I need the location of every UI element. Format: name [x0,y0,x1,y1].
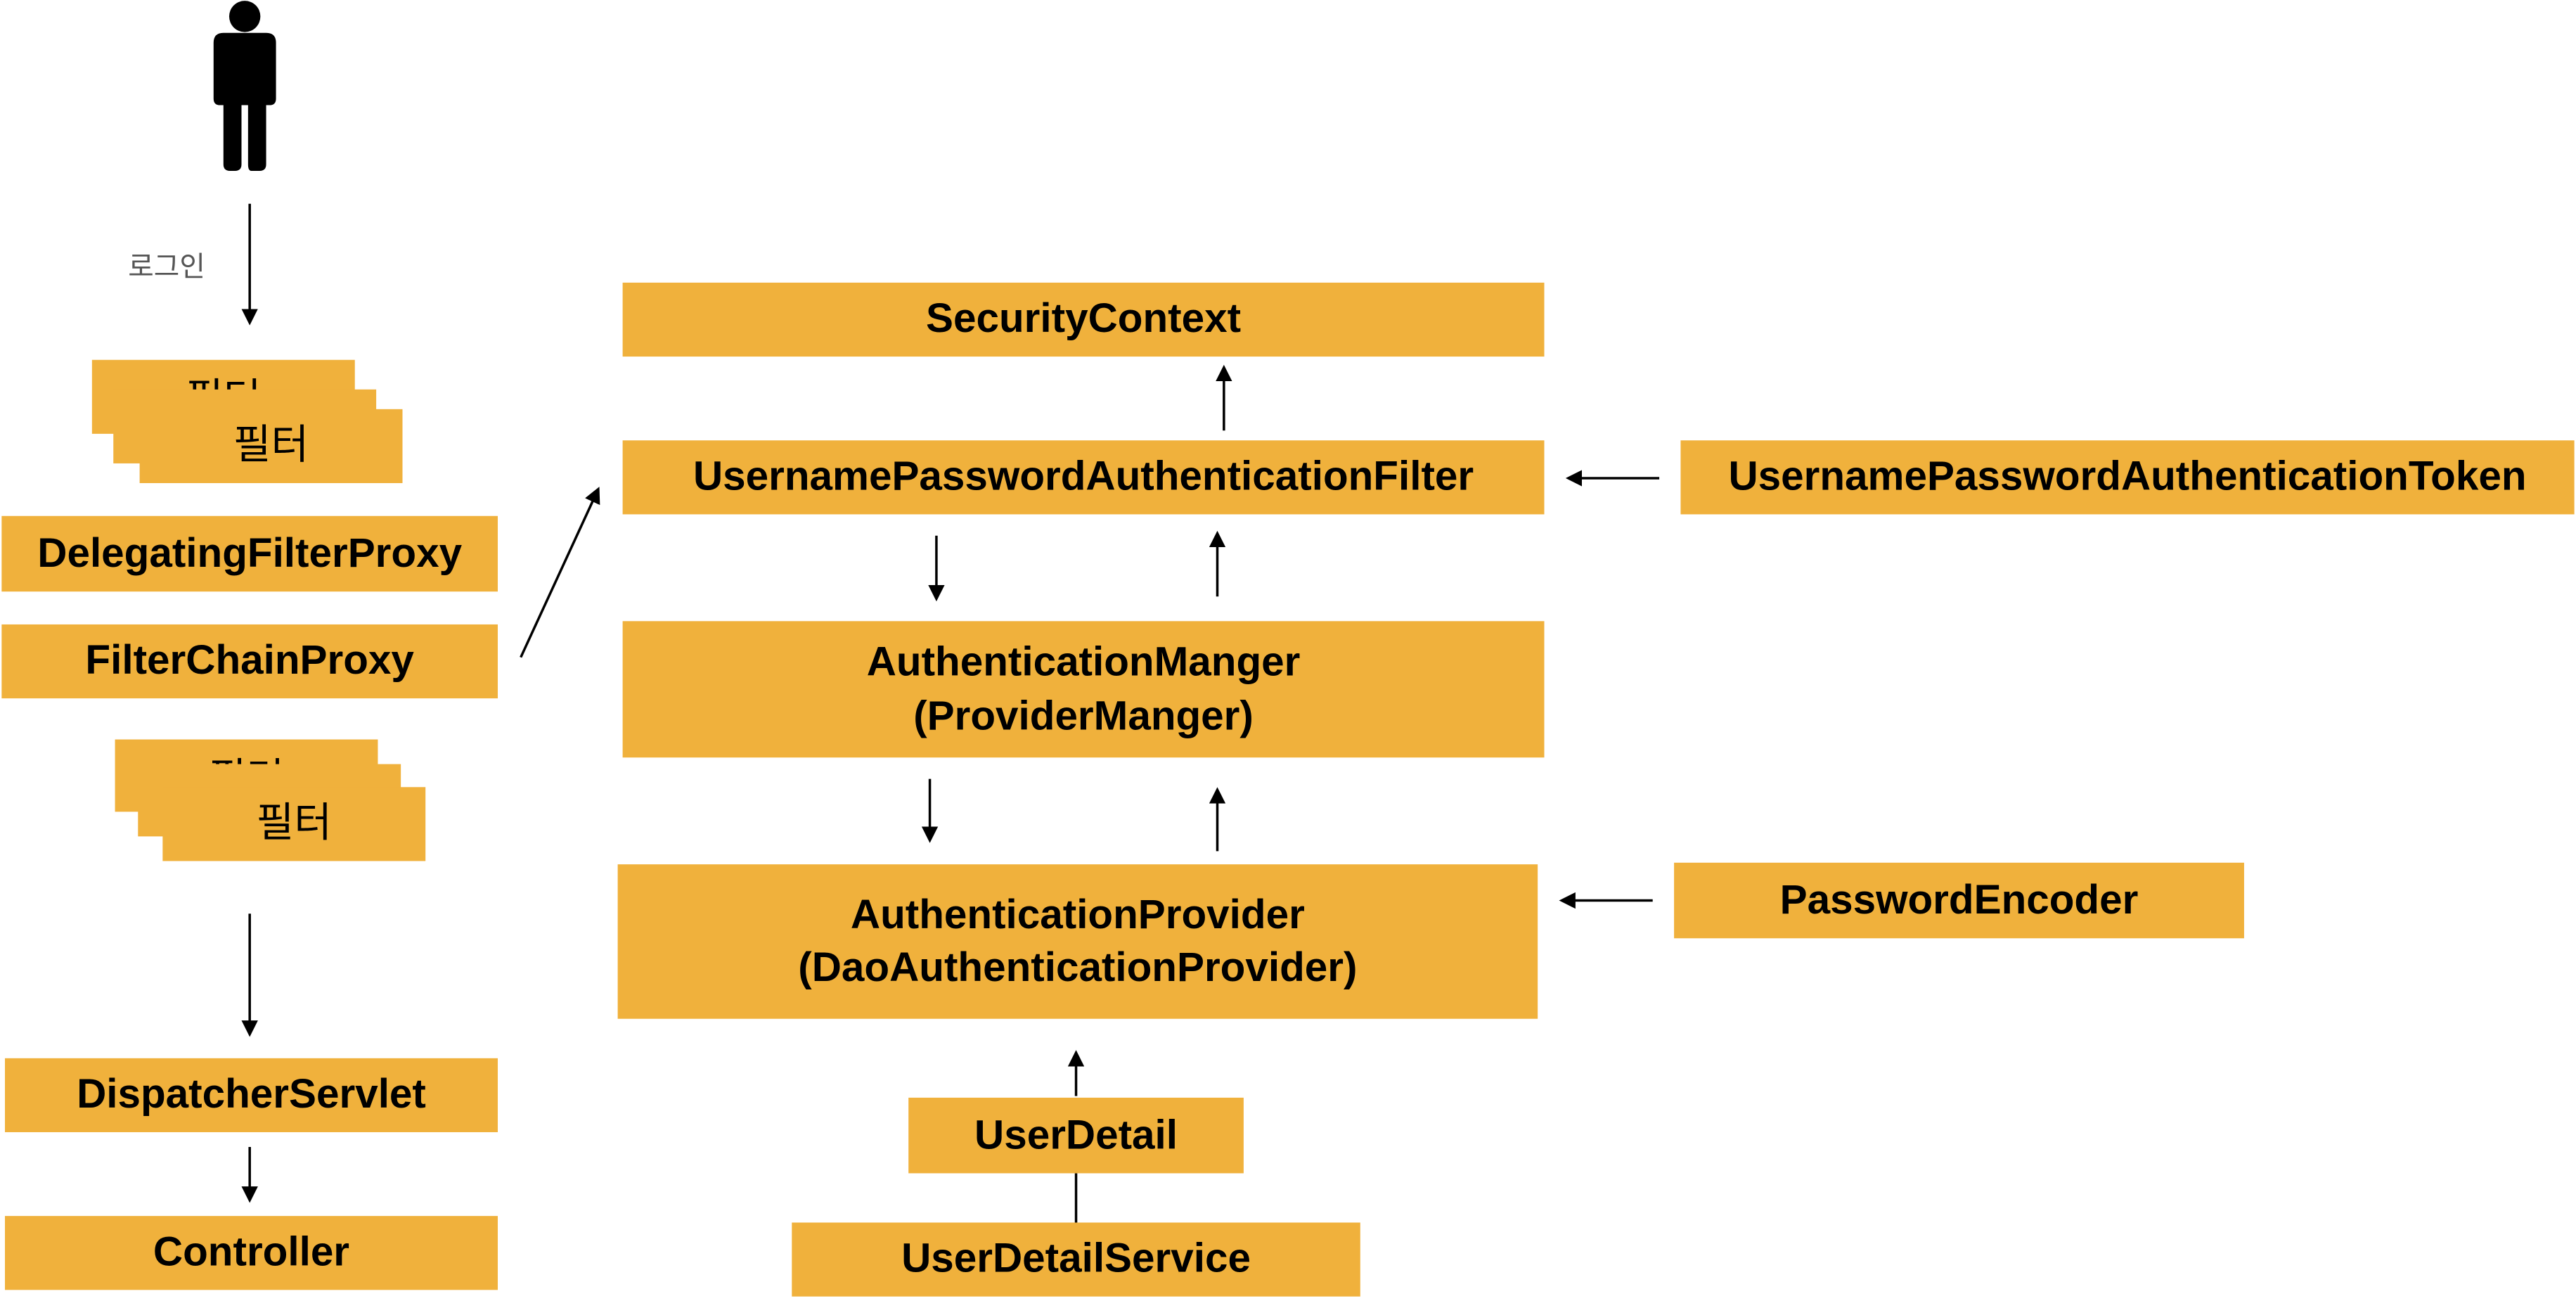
username-password-auth-filter-box: UsernamePasswordAuthenticationFilter [622,440,1545,515]
user-detail-service-box: UserDetailService [792,1222,1360,1297]
authentication-manager-box: AuthenticationManger (ProviderManger) [622,621,1545,758]
password-encoder-box: PasswordEncoder [1674,862,2244,939]
filter-chain-proxy-box: FilterChainProxy [1,624,498,699]
username-password-auth-token-box: UsernamePasswordAuthenticationToken [1680,440,2575,515]
security-context-box: SecurityContext [622,282,1545,357]
filter-card-front: 필터 [139,409,403,483]
arrow-chain-to-upaf [520,487,600,658]
dispatcher-servlet-box: DispatcherServlet [5,1058,498,1132]
login-label: 로그인 [128,251,205,285]
authentication-provider-box: AuthenticationProvider (DaoAuthenticatio… [617,864,1538,1019]
delegating-filter-proxy-box: DelegatingFilterProxy [1,515,498,592]
filter-card-front: 필터 [162,787,426,861]
user-detail-box: UserDetail [908,1097,1244,1174]
person-icon [213,1,276,172]
controller-box: Controller [5,1216,498,1290]
